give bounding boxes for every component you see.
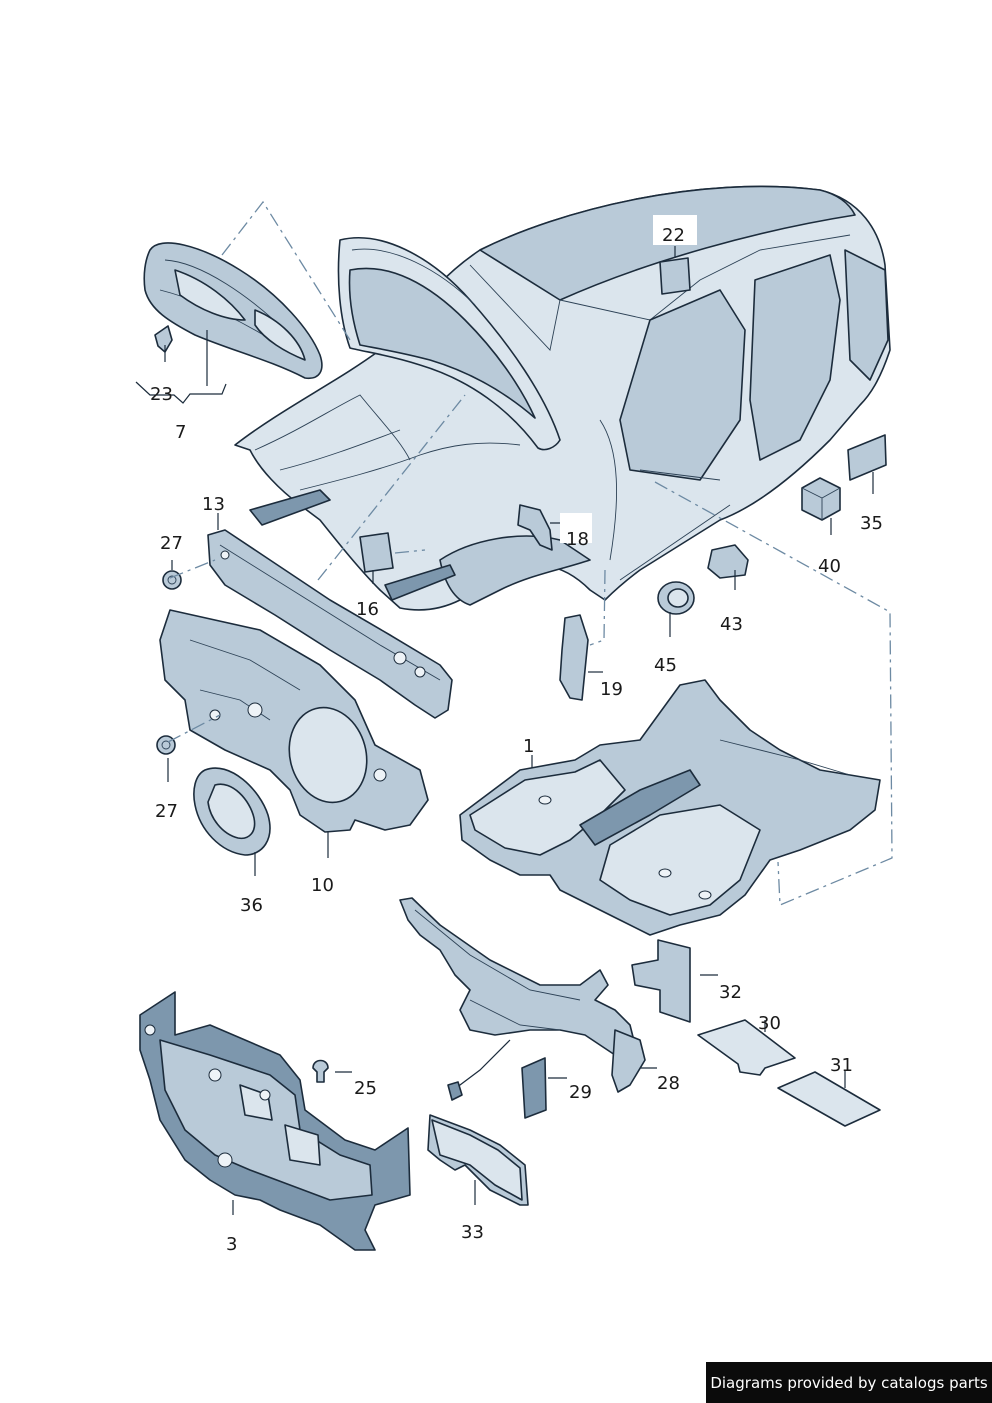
hood xyxy=(337,237,561,451)
callout-13: 13 xyxy=(202,494,225,515)
part-19-pillar-trim xyxy=(559,614,589,701)
callout-29: 29 xyxy=(569,1082,592,1103)
part-29-pad xyxy=(521,1057,547,1119)
callout-18: 18 xyxy=(566,529,589,550)
part-3-bulkhead-insulation xyxy=(139,991,411,1251)
part-35-pad xyxy=(847,434,887,481)
part-43-bracket xyxy=(707,544,749,579)
credit-banner: Diagrams provided by catalogs parts xyxy=(706,1362,992,1403)
part-16-pad xyxy=(359,532,394,573)
dash-crossbar xyxy=(399,897,646,1101)
callout-45: 45 xyxy=(654,655,677,676)
leader-lines xyxy=(135,246,874,1215)
callout-43: 43 xyxy=(720,614,743,635)
part-40-block xyxy=(801,477,841,521)
part-32-pad xyxy=(631,939,691,1023)
part-10-firewall-insulation xyxy=(159,609,429,833)
part-22-pad xyxy=(659,257,691,295)
part-30-pad xyxy=(697,1019,796,1076)
part-18-bracket xyxy=(517,504,553,551)
callout-22-backdrop xyxy=(653,215,697,245)
callout-35: 35 xyxy=(860,513,883,534)
callout-10: 10 xyxy=(311,875,334,896)
part-45-grommet xyxy=(657,581,695,615)
callout-33: 33 xyxy=(461,1222,484,1243)
callout-36: 36 xyxy=(240,895,263,916)
part-13-cross-member xyxy=(207,529,453,719)
callout-labels: 1 3 7 10 13 16 18 19 22 23 25 27 27 28 2… xyxy=(150,215,883,1255)
callout-25: 25 xyxy=(354,1078,377,1099)
part-7-insulation-pad xyxy=(143,242,323,380)
callout-1: 1 xyxy=(523,736,534,757)
part-36-seal xyxy=(193,767,271,856)
part-31-pad xyxy=(777,1071,881,1127)
callout-27-upper: 27 xyxy=(160,533,183,554)
part-33-pad xyxy=(427,1114,529,1206)
callout-30: 30 xyxy=(758,1013,781,1034)
reference-lines xyxy=(167,200,893,906)
callout-28: 28 xyxy=(657,1073,680,1094)
callout-32: 32 xyxy=(719,982,742,1003)
credit-text: Diagrams provided by catalogs parts xyxy=(710,1373,988,1392)
callout-23: 23 xyxy=(150,384,173,405)
callout-31: 31 xyxy=(830,1055,853,1076)
part-25-push-clip xyxy=(312,1059,329,1083)
part-1-floor-carpet xyxy=(459,679,881,936)
car-body-shell xyxy=(234,185,891,611)
part-27-grommet-lower xyxy=(156,735,176,755)
part-23-clip xyxy=(154,325,173,353)
part-27-grommet-upper xyxy=(162,570,182,590)
callout-27-lower: 27 xyxy=(155,801,178,822)
callout-16: 16 xyxy=(356,599,379,620)
callout-22: 22 xyxy=(662,225,685,246)
callout-3: 3 xyxy=(226,1234,237,1255)
callout-7: 7 xyxy=(175,422,186,443)
callout-40: 40 xyxy=(818,556,841,577)
callout-18-backdrop xyxy=(560,513,592,543)
callout-19: 19 xyxy=(600,679,623,700)
